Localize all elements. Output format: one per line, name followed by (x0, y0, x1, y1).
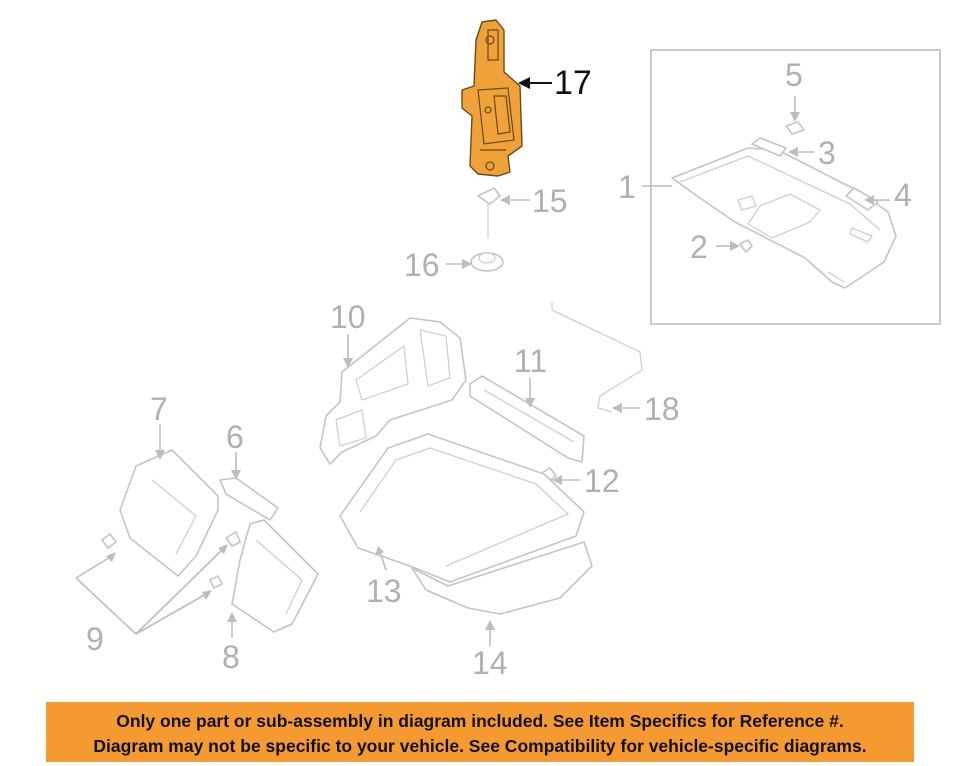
callout-11: 11 (514, 343, 547, 379)
callout-18: 18 (644, 391, 680, 427)
callout-1: 1 (618, 169, 636, 205)
part-6-bracket (219, 477, 279, 521)
part-1-package-tray (671, 147, 897, 289)
part-18-rod (551, 302, 643, 413)
part-10-trunk-side-trim (319, 317, 467, 465)
callout-14: 14 (472, 645, 508, 681)
callout-3: 3 (818, 135, 836, 171)
callout-6: 6 (226, 419, 244, 455)
callout-17: 17 (554, 64, 592, 102)
callout-9: 9 (86, 621, 104, 657)
leader-lines (75, 77, 890, 646)
part-14-floor-panel (411, 541, 593, 615)
part-17-jack (461, 19, 523, 177)
callout-2: 2 (690, 229, 708, 265)
callout-13: 13 (366, 573, 402, 609)
callout-12: 12 (584, 463, 620, 499)
disclaimer-line-1: Only one part or sub-assembly in diagram… (116, 711, 844, 731)
part-4-cover (845, 187, 879, 211)
part-11-trim-panel (469, 375, 585, 463)
callout-8: 8 (222, 639, 240, 675)
disclaimer-banner: Only one part or sub-assembly in diagram… (46, 702, 914, 762)
part-8-panel (231, 519, 319, 633)
part-2-clip (739, 239, 753, 253)
part-3-clip (751, 137, 787, 157)
part-16-grommet (470, 252, 504, 272)
part-9-clips (101, 531, 241, 589)
part-15-bolt (477, 187, 501, 238)
disclaimer-line-2: Diagram may not be specific to your vehi… (93, 736, 867, 756)
callout-10: 10 (330, 299, 366, 335)
callout-7: 7 (150, 391, 168, 427)
callout-15: 15 (532, 183, 568, 219)
callout-5: 5 (785, 57, 803, 93)
part-5-cap (785, 121, 805, 135)
callout-16: 16 (404, 247, 440, 283)
inset-box (650, 49, 941, 325)
callout-4: 4 (894, 177, 912, 213)
part-7-side-panel (119, 449, 219, 577)
part-13-trunk-mat (339, 433, 585, 583)
parts-diagram: 17 15 16 5 3 4 1 2 10 11 18 12 7 6 13 14… (75, 19, 941, 681)
